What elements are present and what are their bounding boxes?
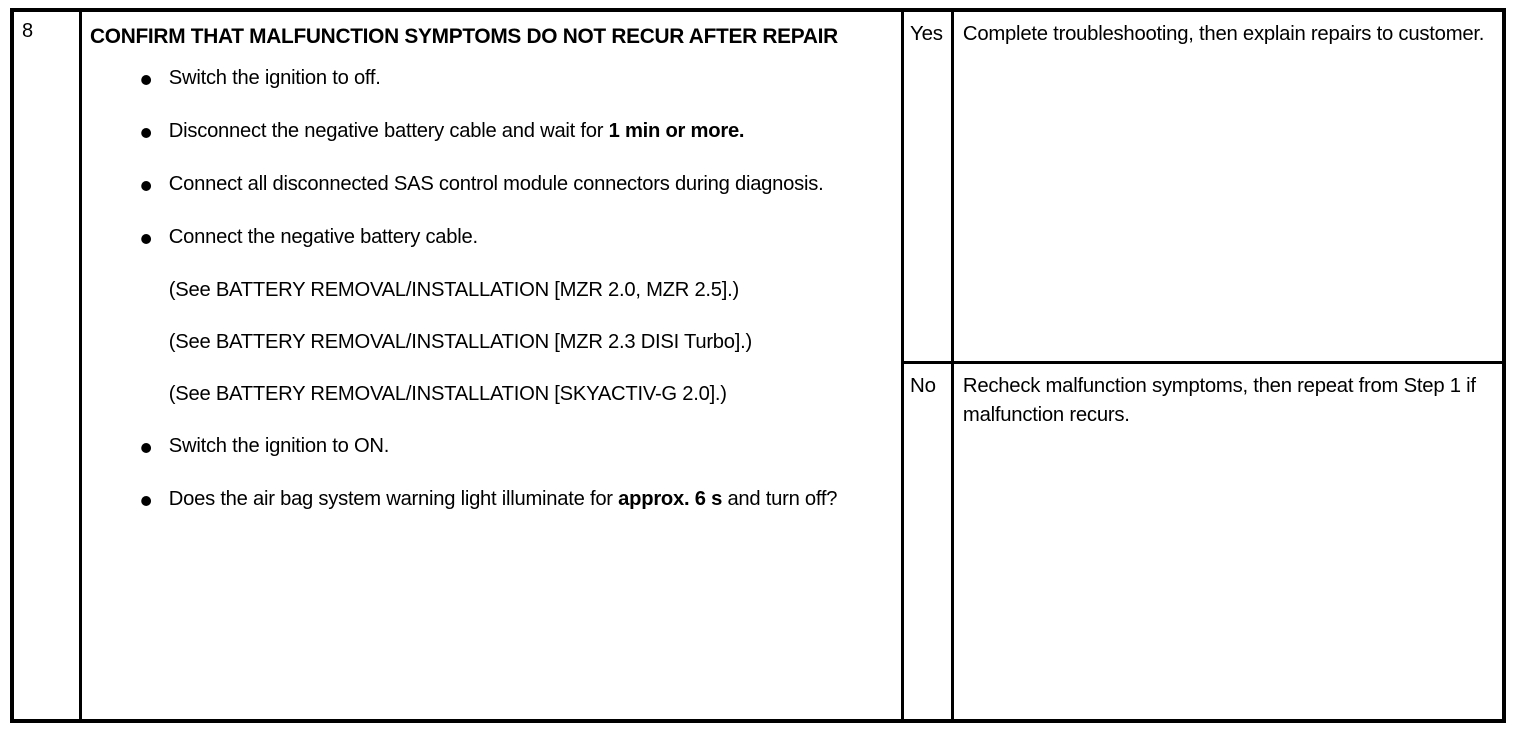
list-item-text: (See BATTERY REMOVAL/INSTALLATION [SKYAC… — [168, 382, 727, 405]
step-action-list: Switch the ignition to off. Disconnect t… — [90, 63, 891, 514]
list-item-text: Switch the ignition to off. — [168, 66, 381, 89]
list-item: Connect all disconnected SAS control mod… — [90, 169, 879, 199]
list-item: Connect the negative battery cable. — [90, 222, 879, 252]
step-action-cell: CONFIRM THAT MALFUNCTION SYMPTOMS DO NOT… — [82, 12, 904, 719]
list-item-text: Connect the negative battery cable. — [168, 225, 478, 248]
answer-row-yes: Yes Complete troubleshooting, then expla… — [904, 12, 1502, 364]
list-item-text: Connect all disconnected SAS control mod… — [168, 172, 824, 195]
list-item: Switch the ignition to ON. — [90, 431, 879, 461]
list-item-text-bold: 1 min or more. — [608, 119, 745, 142]
answer-label-no: No — [904, 364, 954, 719]
list-item-reference: (See BATTERY REMOVAL/INSTALLATION [MZR 2… — [90, 327, 879, 357]
list-item-text-before: Disconnect the negative battery cable an… — [168, 119, 609, 142]
list-item-text-bold: approx. 6 s — [618, 487, 723, 510]
step-number: 8 — [22, 20, 34, 42]
list-item-text: (See BATTERY REMOVAL/INSTALLATION [MZR 2… — [168, 278, 739, 301]
list-item: Disconnect the negative battery cable an… — [90, 116, 879, 146]
step-number-cell: 8 — [14, 12, 82, 719]
answers-column: Yes Complete troubleshooting, then expla… — [904, 12, 1502, 719]
answer-text-no: Recheck malfunction symptoms, then repea… — [962, 374, 1476, 426]
list-item-reference: (See BATTERY REMOVAL/INSTALLATION [SKYAC… — [90, 379, 879, 409]
answer-label-yes: Yes — [904, 12, 954, 361]
list-item: Does the air bag system warning light il… — [90, 484, 879, 514]
step-action-title: CONFIRM THAT MALFUNCTION SYMPTOMS DO NOT… — [90, 24, 838, 48]
list-item-text-after: and turn off? — [722, 487, 838, 510]
list-item-text: (See BATTERY REMOVAL/INSTALLATION [MZR 2… — [168, 330, 752, 353]
list-item-text: Switch the ignition to ON. — [168, 434, 390, 457]
troubleshooting-step-table: 8 CONFIRM THAT MALFUNCTION SYMPTOMS DO N… — [10, 8, 1506, 723]
answer-row-no: No Recheck malfunction symptoms, then re… — [904, 364, 1502, 719]
list-item-reference: (See BATTERY REMOVAL/INSTALLATION [MZR 2… — [90, 275, 879, 305]
list-item: Switch the ignition to off. — [90, 63, 879, 93]
list-item-text-before: Does the air bag system warning light il… — [168, 487, 619, 510]
answer-text-yes: Complete troubleshooting, then explain r… — [962, 22, 1485, 45]
